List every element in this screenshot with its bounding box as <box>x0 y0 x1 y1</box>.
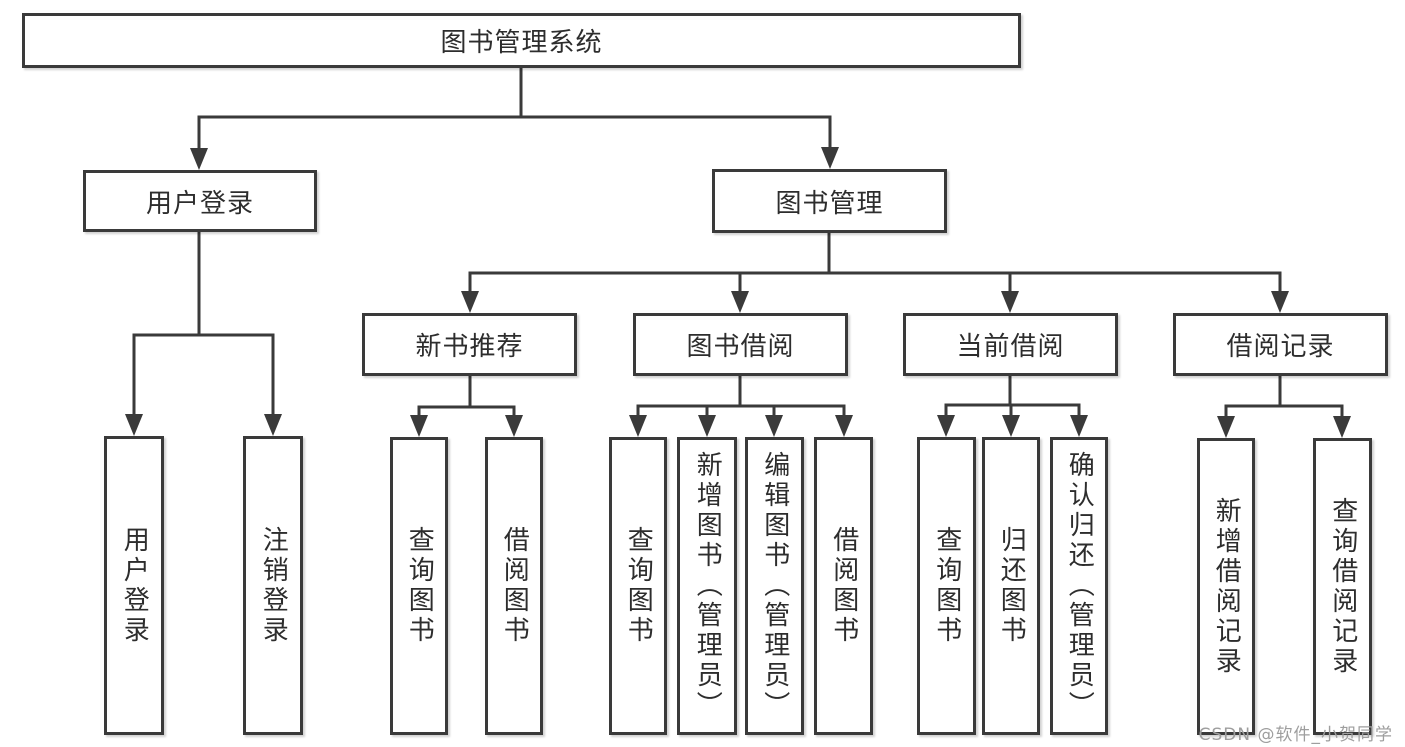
leaf-confirm-return-admin-label: 确认归还（管理员） <box>1064 451 1095 721</box>
leaf-edit-book-admin-label: 编辑图书（管理员） <box>759 451 790 721</box>
leaf-query-books-borrow-label: 查询图书 <box>623 526 654 646</box>
leaf-query-books-current-label: 查询图书 <box>931 526 962 646</box>
leaf-add-borrow-record-label: 新增借阅记录 <box>1211 496 1242 677</box>
node-new-book-recommend: 新书推荐 <box>362 313 577 376</box>
leaf-return-books-label: 归还图书 <box>996 526 1027 646</box>
leaf-user-login: 用户登录 <box>104 436 164 735</box>
leaf-user-login-label: 用户登录 <box>119 525 150 646</box>
leaf-query-borrow-record: 查询借阅记录 <box>1313 438 1372 735</box>
leaf-borrow-books-recommend-label: 借阅图书 <box>499 526 530 646</box>
node-current-borrow: 当前借阅 <box>903 313 1118 376</box>
node-book-management: 图书管理 <box>712 169 947 233</box>
connector-borrow-records-children <box>1217 376 1351 438</box>
leaf-logout: 注销登录 <box>243 436 303 735</box>
leaf-borrow-books-borrow-label: 借阅图书 <box>828 526 859 646</box>
leaf-query-books-recommend-label: 查询图书 <box>404 526 435 646</box>
leaf-query-books-current: 查询图书 <box>917 437 976 735</box>
leaf-borrow-books-borrow: 借阅图书 <box>814 437 873 735</box>
leaf-confirm-return-admin: 确认归还（管理员） <box>1050 437 1108 735</box>
connector-current-borrow-children <box>937 376 1088 437</box>
leaf-query-books-recommend: 查询图书 <box>390 437 448 735</box>
node-library-system: 图书管理系统 <box>22 13 1021 68</box>
leaf-query-books-borrow: 查询图书 <box>609 437 667 735</box>
leaf-edit-book-admin: 编辑图书（管理员） <box>745 437 804 735</box>
leaf-query-borrow-record-label: 查询借阅记录 <box>1327 496 1358 677</box>
connector-user-login-children <box>125 232 282 436</box>
node-book-management-label: 图书管理 <box>775 188 884 219</box>
node-borrow-records: 借阅记录 <box>1173 313 1388 376</box>
leaf-borrow-books-recommend: 借阅图书 <box>485 437 543 735</box>
node-user-login-label: 用户登录 <box>145 188 254 219</box>
connector-book-borrow-children <box>629 376 853 437</box>
node-library-system-label: 图书管理系统 <box>440 28 603 58</box>
leaf-add-book-admin: 新增图书（管理员） <box>677 437 737 735</box>
connector-book-mgmt-children <box>461 233 1289 313</box>
csdn-watermark: CSDN @软件_小贺同学 <box>1198 725 1393 745</box>
node-borrow-records-label: 借阅记录 <box>1226 332 1335 362</box>
leaf-logout-label: 注销登录 <box>258 525 289 646</box>
connector-root-to-level2 <box>190 67 839 170</box>
leaf-add-book-admin-label: 新增图书（管理员） <box>692 451 723 721</box>
node-user-login: 用户登录 <box>83 170 317 232</box>
node-book-borrow-label: 图书借阅 <box>686 332 795 362</box>
leaf-return-books: 归还图书 <box>982 437 1040 735</box>
leaf-add-borrow-record: 新增借阅记录 <box>1197 438 1255 735</box>
node-new-book-recommend-label: 新书推荐 <box>415 332 524 362</box>
connector-new-book-children <box>410 376 523 437</box>
node-current-borrow-label: 当前借阅 <box>956 332 1065 362</box>
node-book-borrow: 图书借阅 <box>633 313 848 376</box>
